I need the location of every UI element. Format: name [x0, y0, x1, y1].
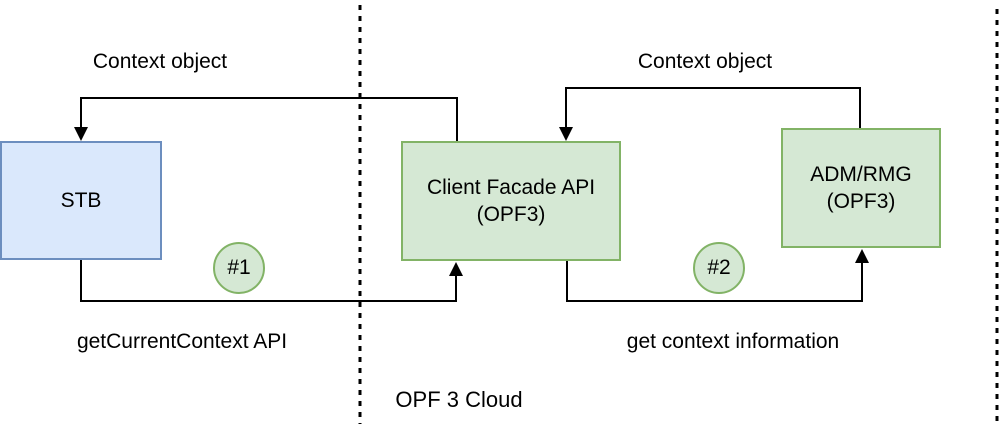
- edge-context-object-to-stb: [80, 97, 458, 141]
- node-client-facade-label-line2: (OPF3): [476, 203, 546, 226]
- node-client-facade-api: Client Facade API (OPF3): [401, 141, 621, 261]
- node-adm-rmg-label-line1: ADM/RMG: [810, 163, 912, 186]
- node-stb-label: STB: [60, 189, 102, 212]
- edge-getcurrentcontext-to-client: [80, 260, 457, 302]
- step-badge-1-label: #1: [227, 256, 251, 279]
- arrowhead-into-adm-bottom: [855, 249, 869, 263]
- edge-label-context-object-right: Context object: [637, 50, 773, 73]
- zone-label-opf3-cloud: OPF 3 Cloud: [395, 387, 523, 412]
- step-badge-2-label: #2: [707, 256, 731, 279]
- step-badge-2: #2: [693, 242, 745, 294]
- step-badge-1: #1: [213, 242, 265, 294]
- edge-getcontextinfo-to-adm: [566, 261, 863, 302]
- edge-label-get-context-information: get context information: [626, 330, 840, 353]
- arrowhead-into-client-bottom: [449, 262, 463, 276]
- arrowhead-into-stb-top: [74, 127, 88, 141]
- node-adm-rmg-label-line2: (OPF3): [826, 190, 896, 213]
- edge-label-getcurrentcontext-api: getCurrentContext API: [76, 330, 288, 353]
- arrowhead-into-client-top: [559, 127, 573, 141]
- node-stb: STB: [0, 141, 162, 260]
- node-client-facade-label-line1: Client Facade API: [426, 176, 596, 199]
- node-adm-rmg: ADM/RMG (OPF3): [781, 128, 941, 248]
- edge-label-context-object-left: Context object: [92, 50, 228, 73]
- edge-context-object-to-client: [565, 87, 861, 128]
